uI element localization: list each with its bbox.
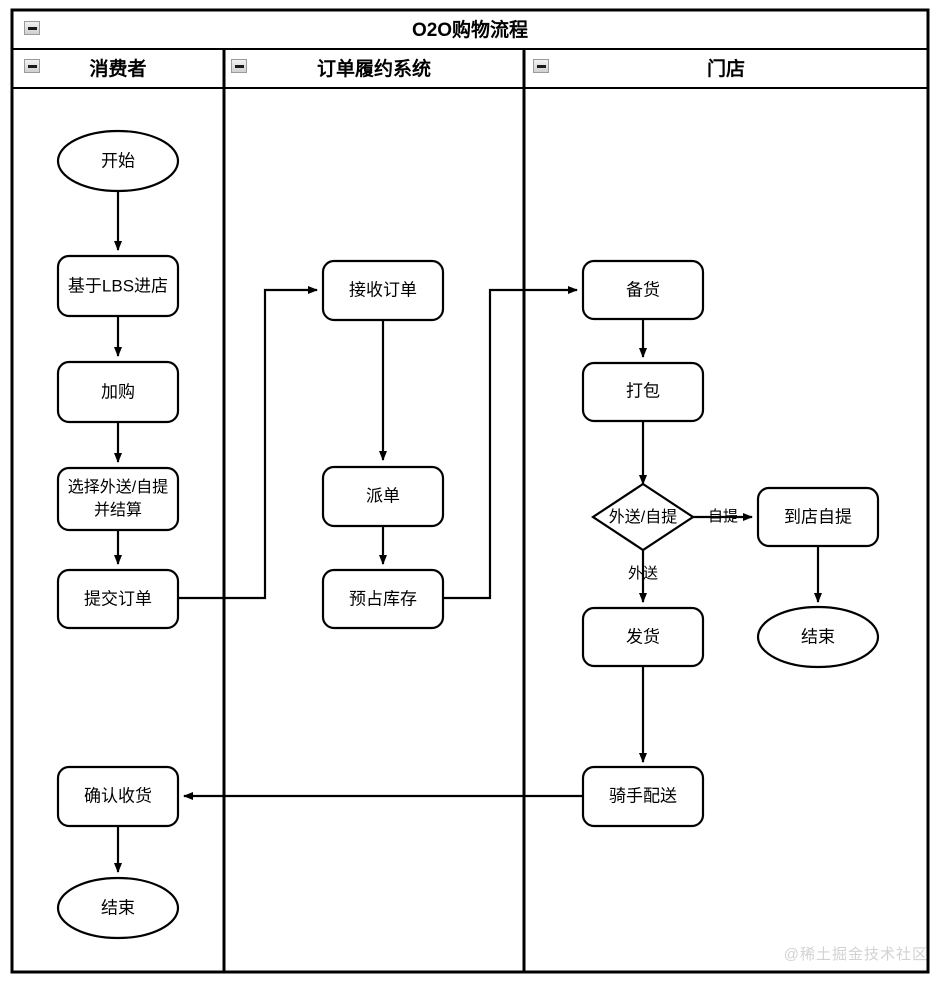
watermark: @稀土掘金技术社区: [783, 946, 928, 963]
node-pack[interactable]: 打包: [581, 361, 705, 423]
decision-delivery-label: 外送/自提: [609, 508, 677, 526]
pool-frame: [10, 8, 930, 974]
node-decision-delivery[interactable]: 外送/自提: [591, 482, 695, 552]
start-ellipse: [56, 129, 180, 193]
confirm-receipt-box: [56, 765, 180, 828]
node-end-store[interactable]: 结束: [756, 605, 880, 669]
ship-goods-label: 发货: [626, 627, 660, 646]
node-rider-delivery[interactable]: 骑手配送: [581, 765, 705, 828]
lbs-enter-label: 基于LBS进店: [68, 276, 168, 295]
end-consumer-label: 结束: [101, 898, 135, 917]
prepare-goods-box: [581, 259, 705, 321]
submit-order-box: [56, 568, 180, 630]
pickup-in-store-label: 到店自提: [784, 507, 852, 526]
rider-delivery-box: [581, 765, 705, 828]
choose-delivery-label-line1: 选择外送/自提: [68, 478, 168, 496]
add-cart-box: [56, 360, 180, 424]
choose-delivery-box: [56, 466, 180, 532]
start-label: 开始: [101, 151, 135, 170]
edge-label-delivery: 外送: [628, 565, 658, 582]
ship-goods-box: [581, 606, 705, 668]
pool-collapse-minus-icon[interactable]: [24, 21, 40, 35]
submit-order-label: 提交订单: [84, 589, 152, 608]
prepare-goods-label: 备货: [626, 280, 660, 299]
node-pickup-in-store[interactable]: 到店自提: [756, 486, 880, 548]
lane-consumer-collapse-minus-icon[interactable]: [24, 59, 40, 73]
pickup-in-store-box: [756, 486, 880, 548]
node-choose-delivery[interactable]: 选择外送/自提 并结算: [56, 466, 180, 532]
dispatch-order-box: [321, 465, 445, 528]
end-store-ellipse: [756, 605, 880, 669]
node-receive-order[interactable]: 接收订单: [321, 259, 445, 322]
confirm-receipt-label: 确认收货: [84, 786, 152, 805]
lbs-enter-box: [56, 254, 180, 318]
dispatch-order-label: 派单: [366, 486, 400, 505]
pack-box: [581, 361, 705, 423]
edge-submit-to-receive: [178, 286, 318, 600]
lane-title-consumer: 消费者: [89, 57, 146, 80]
node-start[interactable]: 开始: [56, 129, 180, 193]
lane-title-store: 门店: [707, 57, 745, 80]
lane-title-order-system: 订单履约系统: [317, 57, 431, 80]
end-store-label: 结束: [801, 627, 835, 646]
edge-label-pickup: 自提: [708, 508, 738, 525]
node-submit-order[interactable]: 提交订单: [56, 568, 180, 630]
edge-reserve-to-prepare: [443, 286, 578, 600]
node-reserve-stock[interactable]: 预占库存: [321, 568, 445, 630]
reserve-stock-box: [321, 568, 445, 630]
decision-delivery-diamond: [591, 482, 695, 552]
node-prepare-goods[interactable]: 备货: [581, 259, 705, 321]
receive-order-label: 接收订单: [349, 280, 417, 299]
lane-store-collapse-minus-icon[interactable]: [533, 59, 549, 73]
add-cart-label: 加购: [101, 382, 135, 401]
reserve-stock-label: 预占库存: [349, 589, 417, 608]
choose-delivery-label-line2: 并结算: [94, 500, 142, 519]
node-ship-goods[interactable]: 发货: [581, 606, 705, 668]
lane-order-system-collapse-minus-icon[interactable]: [231, 59, 247, 73]
node-end-consumer[interactable]: 结束: [56, 876, 180, 940]
receive-order-box: [321, 259, 445, 322]
node-dispatch-order[interactable]: 派单: [321, 465, 445, 528]
pack-label: 打包: [626, 381, 660, 400]
pool-title: O2O购物流程: [412, 18, 528, 41]
node-add-cart[interactable]: 加购: [56, 360, 180, 424]
end-consumer-ellipse: [56, 876, 180, 940]
node-confirm-receipt[interactable]: 确认收货: [56, 765, 180, 828]
rider-delivery-label: 骑手配送: [609, 786, 677, 805]
node-lbs-enter[interactable]: 基于LBS进店: [56, 254, 180, 318]
